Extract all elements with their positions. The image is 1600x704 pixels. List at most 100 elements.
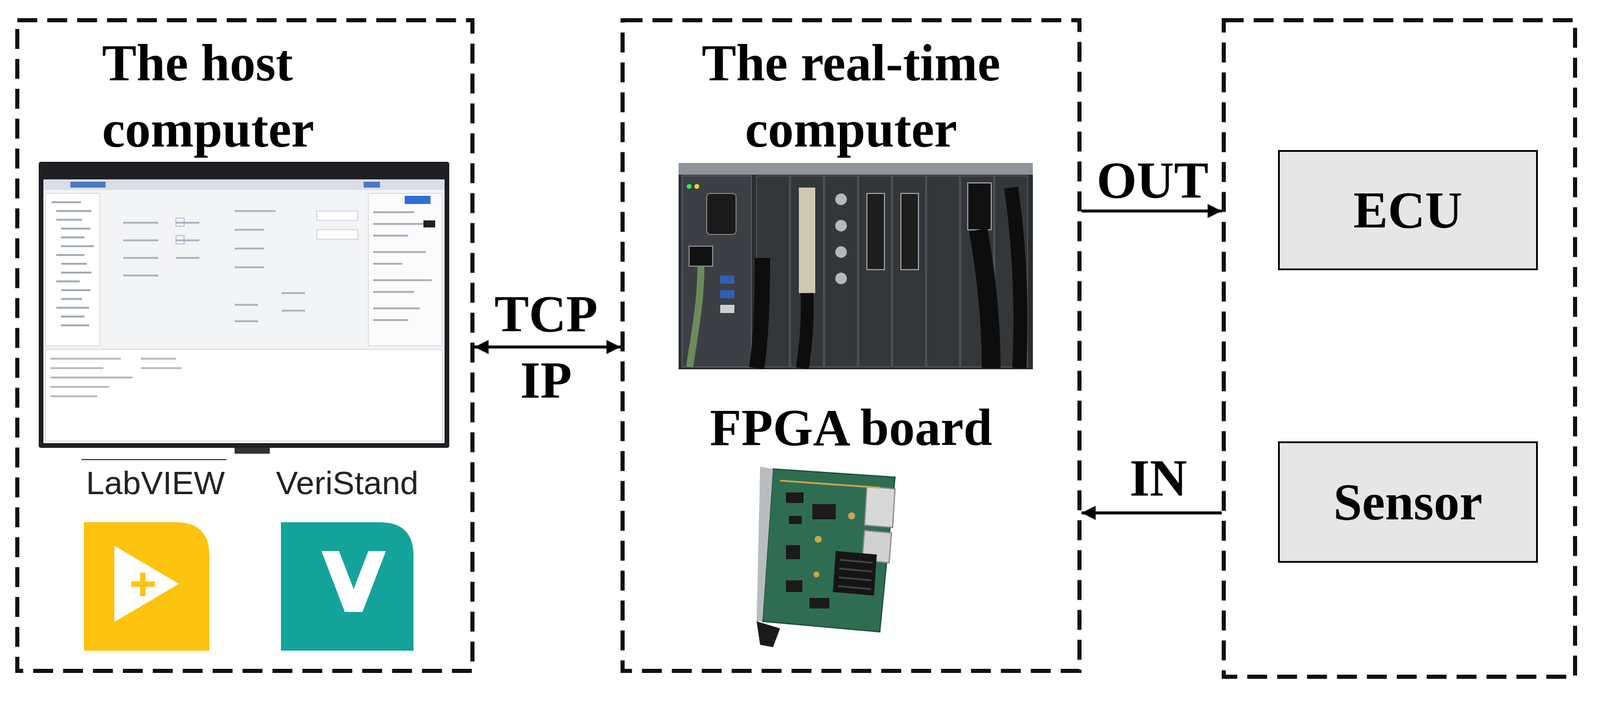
pxi-chassis-photo-part bbox=[678, 163, 1033, 175]
host-screenshot-part bbox=[38, 161, 450, 449]
fpga-board-photo-part bbox=[756, 621, 781, 648]
pxi-chassis-photo-part bbox=[835, 246, 847, 259]
dashed-group-outline bbox=[15, 18, 475, 674]
connector-label: TCP IP bbox=[481, 280, 611, 414]
host-screenshot-part bbox=[363, 181, 381, 188]
pxi-chassis-photo-part bbox=[706, 193, 737, 235]
pxi-chassis-photo-part bbox=[866, 193, 885, 270]
pxi-chassis-photo-part bbox=[926, 175, 960, 368]
host-screenshot-part bbox=[404, 195, 431, 205]
fpga-board-photo-part bbox=[785, 492, 804, 504]
host-screenshot-part bbox=[423, 220, 436, 228]
dashed-group-outline bbox=[620, 18, 1082, 674]
fpga-board-photo-part bbox=[785, 545, 800, 560]
fpga-board-photo-part bbox=[838, 560, 873, 590]
group-heading: The real-time computer bbox=[663, 29, 1039, 163]
fpga-board-photo-part bbox=[813, 571, 820, 578]
fpga-board-photo-part bbox=[788, 516, 802, 525]
pxi-chassis-photo-part bbox=[720, 275, 735, 284]
fpga-board-photo-part bbox=[785, 580, 803, 593]
host-screenshot-part bbox=[175, 218, 185, 227]
host-computer-group: The host computer bbox=[15, 18, 475, 674]
host-screenshot-part bbox=[234, 448, 270, 454]
software-name: VeriStand bbox=[253, 464, 442, 503]
host-screenshot-part bbox=[368, 193, 443, 347]
box-label: ECU bbox=[1353, 181, 1463, 240]
pxi-chassis-photo-part bbox=[686, 184, 692, 189]
pxi-chassis-photo-part bbox=[900, 193, 919, 270]
host-screenshot-part bbox=[316, 229, 358, 240]
pxi-chassis-photo-part bbox=[798, 187, 816, 294]
fpga-board-photo-part bbox=[864, 486, 896, 528]
veristand-logo-part bbox=[321, 551, 386, 613]
connector-label: OUT bbox=[1076, 154, 1229, 207]
pxi-chassis-photo-part bbox=[720, 290, 735, 299]
connector-label: IN bbox=[1082, 452, 1235, 505]
fpga-board-photo-part bbox=[809, 598, 830, 609]
host-screenshot-part bbox=[43, 179, 445, 191]
host-screenshot-part bbox=[43, 179, 445, 444]
host-screenshot-part bbox=[175, 235, 185, 244]
host-screenshot-part bbox=[316, 211, 358, 221]
host-screenshot-part bbox=[45, 193, 100, 347]
pxi-chassis-photo-part bbox=[689, 266, 701, 368]
fpga-board-photo-part bbox=[756, 466, 774, 622]
part-heading: FPGA board bbox=[620, 394, 1082, 461]
host-screenshot-part bbox=[373, 212, 432, 321]
pxi-chassis-photo-part bbox=[720, 304, 735, 314]
pxi-chassis-photo-part bbox=[756, 258, 763, 369]
dashed-border bbox=[17, 20, 473, 672]
connector-arrow bbox=[474, 346, 621, 349]
pxi-chassis-photo-part bbox=[835, 272, 847, 285]
labview-logo bbox=[81, 459, 227, 652]
realtime-computer-group: The real-time computerFPGA board bbox=[620, 18, 1082, 674]
pxi-chassis-photo-part bbox=[682, 175, 752, 368]
ecu-box: ECU bbox=[1278, 150, 1538, 271]
fpga-board-photo-part bbox=[762, 469, 896, 633]
group-heading: The host computer bbox=[102, 29, 408, 163]
device-group: ECU Sensor bbox=[1221, 18, 1578, 680]
fpga-board-photo-part bbox=[814, 536, 822, 544]
pxi-chassis-photo-part bbox=[1011, 187, 1021, 369]
pxi-chassis-photo-part bbox=[689, 246, 713, 267]
dashed-group-outline bbox=[1221, 18, 1578, 680]
fpga-board-photo-part bbox=[812, 504, 836, 520]
pxi-chassis-photo-part bbox=[802, 293, 808, 369]
pxi-chassis-photo-part bbox=[978, 229, 992, 369]
host-screenshot bbox=[38, 161, 450, 454]
veristand-logo-part bbox=[280, 522, 414, 652]
pxi-chassis-photo-part bbox=[858, 175, 892, 368]
fpga-board-photo bbox=[756, 466, 896, 648]
sensor-box: Sensor bbox=[1278, 441, 1538, 564]
labview-logo-part bbox=[83, 522, 210, 652]
dashed-border bbox=[622, 20, 1080, 672]
connector-arrow bbox=[1081, 209, 1222, 213]
labview-logo-part bbox=[81, 459, 227, 461]
fpga-board-photo-part bbox=[832, 551, 877, 596]
pxi-chassis-photo-part bbox=[824, 175, 858, 368]
pxi-chassis-photo-part bbox=[835, 193, 847, 206]
pxi-chassis-photo bbox=[678, 163, 1033, 370]
host-screenshot-part bbox=[50, 358, 182, 397]
dashed-border bbox=[1224, 20, 1576, 678]
pxi-chassis-photo-part bbox=[835, 219, 847, 232]
pxi-chassis-photo-part bbox=[694, 184, 700, 189]
software-name: LabVIEW bbox=[61, 464, 250, 503]
box-label: Sensor bbox=[1333, 473, 1483, 532]
pxi-chassis-photo-part bbox=[967, 182, 992, 230]
veristand-logo bbox=[280, 522, 414, 652]
host-screenshot-part bbox=[45, 349, 443, 442]
connector-arrow bbox=[1081, 512, 1222, 515]
fpga-board-photo-part bbox=[780, 480, 880, 488]
host-screenshot-part bbox=[123, 211, 305, 322]
host-screenshot-part bbox=[51, 202, 94, 326]
pxi-chassis-photo-part bbox=[678, 163, 1033, 370]
pxi-chassis-photo-part bbox=[892, 175, 926, 368]
host-screenshot-part bbox=[70, 181, 106, 188]
labview-logo-part bbox=[140, 573, 146, 597]
fpga-board-photo-part bbox=[848, 512, 856, 520]
labview-logo-part bbox=[114, 546, 179, 623]
